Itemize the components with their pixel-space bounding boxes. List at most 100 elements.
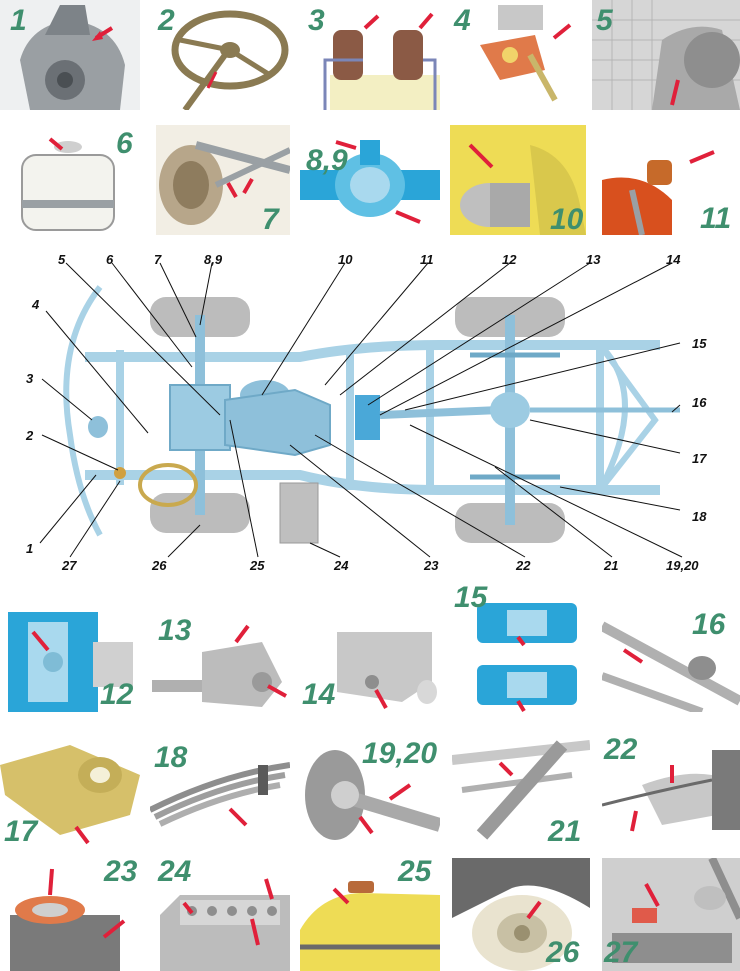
tile-number: 2 [158,4,175,37]
tile-17: 17 [0,735,140,845]
arrow-icon [234,624,250,644]
arrow-icon [206,71,218,89]
universal-joint-illustration [305,750,440,840]
callout-17: 17 [692,451,707,466]
radiator-fan-illustration [592,0,740,110]
tile-number: 13 [158,614,192,647]
arrow-icon [374,689,388,709]
battery-illustration [160,878,290,971]
callout-15: 15 [692,336,707,351]
tile-number: 17 [4,815,38,846]
tile-number: 5 [596,4,613,37]
tile-18: 18 [150,745,290,840]
callout-4: 4 [31,297,40,312]
arrow-icon [228,807,248,827]
callout-24: 24 [333,558,349,573]
callout-22: 22 [515,558,531,573]
tile-number: 10 [550,203,584,235]
brake-master-cylinder-illustration [323,12,440,110]
tile-number: 1 [10,4,27,37]
tile-number: 7 [262,203,279,235]
arrow-icon [264,878,274,900]
tile-7: 7 [156,125,290,235]
rear-axle-housing-illustration [0,745,140,845]
arrow-icon [498,761,514,777]
coolant-tank-illustration [21,137,115,231]
arrow-icon [363,14,380,30]
starter-motor-illustration [450,125,586,235]
callout-7: 7 [154,252,162,267]
shock-absorber-illustration [452,740,590,840]
chassis-diagram [0,245,740,585]
tile-number: 21 [548,815,582,846]
tile-15: 15 [452,585,590,720]
steering-gear-illustration [152,624,287,707]
arrow-icon [526,900,542,920]
arrow-icon [48,137,64,151]
tile-3: 3 [300,0,440,110]
engine-oil-filler-illustration [300,881,440,971]
tile-number: 27 [604,936,638,969]
callout-5: 5 [58,252,66,267]
gearbox-drain-illustration [337,632,437,709]
tile-number: 24 [158,855,192,888]
leaf-spring-illustration [150,762,290,827]
arrow-icon [267,684,287,698]
callout-8-9: 8,9 [204,252,223,267]
pedal-linkage-illustration [480,5,572,102]
tile-12: 12 [8,612,140,712]
arrow-icon [332,887,350,905]
callout-3: 3 [26,371,34,386]
chassis-drawing [39,262,683,558]
tile-number: 16 [692,608,726,641]
callout-labels: 5 6 7 8,9 10 11 12 13 14 4 3 2 1 27 26 2… [25,252,707,573]
tile-number: 14 [302,678,336,711]
gearbox [224,388,331,457]
arrow-icon [516,699,526,713]
arrow-icon [74,825,90,845]
tile-number: 22 [604,735,638,766]
dashboard-controls-illustration [602,858,740,971]
callout-13: 13 [586,252,601,267]
tile-4: 4 [450,0,580,110]
tile-19-20: 19,20 [300,735,440,845]
tile-number: 25 [398,855,432,888]
axle-cutaway-illustration [300,140,440,224]
callout-11: 11 [420,252,434,267]
driveshaft [379,406,501,419]
callout-6: 6 [106,252,114,267]
tile-21: 21 [452,735,590,845]
callout-2: 2 [25,428,34,443]
arrow-icon [102,919,126,939]
callout-10: 10 [338,252,353,267]
tile-number: 23 [104,855,138,888]
power-steering-pump-illustration [20,5,125,110]
tile-number: 18 [154,745,188,774]
arrow-icon [182,901,194,915]
tile-16: 16 [602,606,740,712]
callout-27: 27 [61,558,77,573]
oil-filler-illustration [602,150,715,235]
callout-18: 18 [692,509,707,524]
arrow-icon [630,810,638,832]
arrow-icon [670,79,680,106]
tile-11: 11 [602,140,740,235]
front-bumper [63,285,103,537]
tile-number: 3 [308,4,325,37]
transfer-case [355,395,380,440]
distributor-illustration [10,868,126,971]
tile-number: 19,20 [362,737,438,770]
arrow-icon [358,815,374,835]
callout-14: 14 [666,252,681,267]
tile-10: 10 [450,125,586,235]
tile-23: 23 [0,855,140,971]
steering-wheel [138,463,198,507]
tile-5: 5 [592,0,740,110]
tile-6: 6 [12,125,140,235]
wheel-nuts-illustration [452,858,590,971]
callout-12: 12 [502,252,517,267]
callout-21: 21 [603,558,618,573]
tile-number: 11 [700,202,732,235]
tile-1: 1 [0,0,140,110]
arrow-icon [418,12,434,30]
